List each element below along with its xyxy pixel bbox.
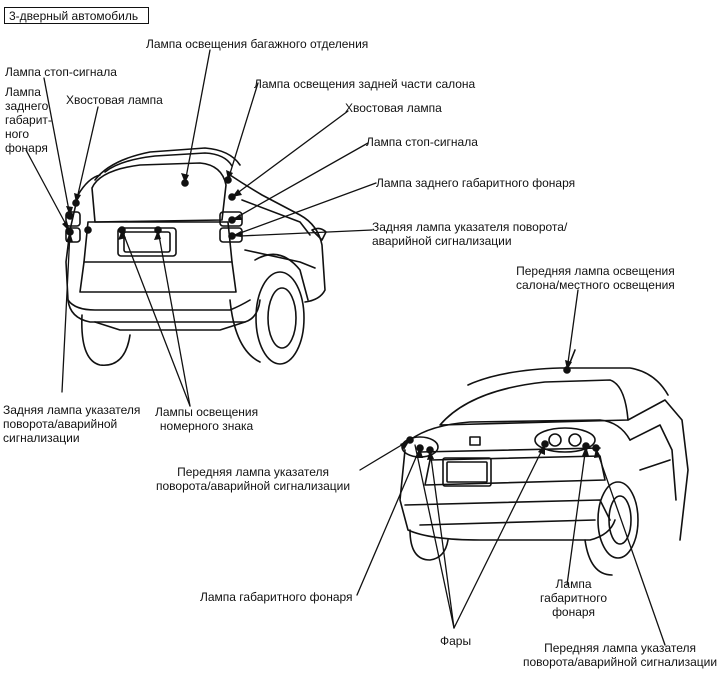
label-front-turn-left: Передняя лампа указателя поворота/аварий… — [156, 465, 351, 493]
label-tail-lamp-left: Хвостовая лампа — [66, 93, 163, 107]
rear-vehicle — [65, 147, 327, 366]
label-rear-turn-right: Задняя лампа указателя поворота/ аварийн… — [372, 220, 568, 248]
label-rear-interior-lamp: Лампа освещения задней части салона — [254, 77, 476, 91]
label-side-marker-left: Лампа габаритного фонаря — [200, 590, 353, 604]
label-rear-turn-left: Задняя лампа указателя поворота/аварийно… — [3, 403, 141, 445]
label-front-interior-lamp: Передняя лампа освещения салона/местного… — [516, 264, 675, 292]
label-headlights: Фары — [440, 634, 472, 648]
label-brake-lamp-right: Лампа стоп-сигнала — [366, 135, 478, 149]
label-cargo-lamp: Лампа освещения багажного отделения — [146, 37, 369, 51]
label-license-lamps: Лампы освещения номерного знака — [155, 405, 259, 433]
leader-lines — [25, 49, 666, 646]
diagram-title: 3-дверный автомобиль — [4, 7, 149, 24]
label-rear-side-marker-left: Лампа заднего габарит- ного фонаря — [5, 85, 52, 155]
label-brake-lamp-left: Лампа стоп-сигнала — [5, 65, 117, 79]
label-front-turn-right: Передняя лампа указателя поворота/аварий… — [523, 641, 718, 669]
front-vehicle — [399, 349, 689, 576]
label-side-marker-right: Лампа габаритного фонаря — [540, 577, 608, 619]
label-tail-lamp-right: Хвостовая лампа — [345, 101, 442, 115]
label-rear-side-marker-right: Лампа заднего габаритного фонаря — [376, 176, 576, 190]
